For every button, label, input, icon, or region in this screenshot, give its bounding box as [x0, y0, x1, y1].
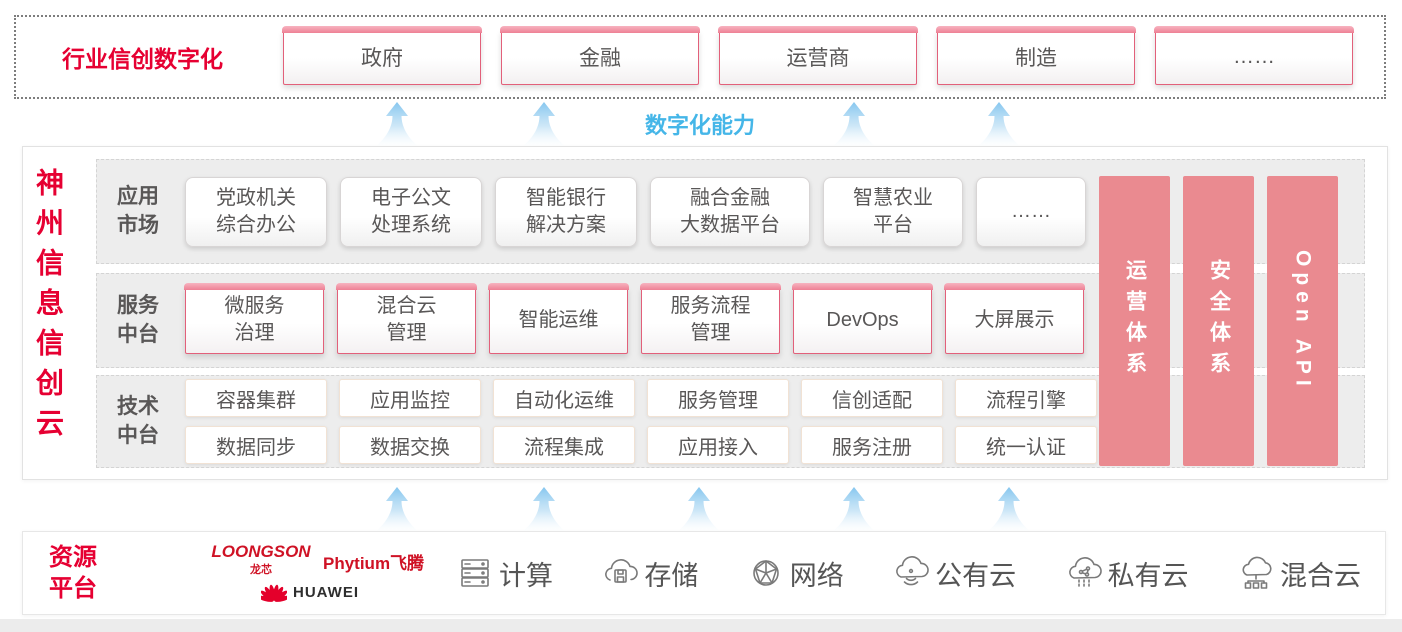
tech-box-grid: 容器集群 应用监控 自动化运维 服务管理 信创适配 流程引擎 数据同步 数据交换… — [185, 379, 1097, 464]
bottom-strip — [0, 619, 1402, 632]
service-box: 智能运维 — [488, 283, 629, 354]
up-arrow-icon — [988, 487, 1030, 531]
side-title: 神州信息信创云 — [33, 168, 64, 448]
tech-box: 自动化运维 — [493, 379, 635, 417]
storage-icon — [605, 559, 639, 583]
capability-label: 数字化能力 — [644, 113, 755, 138]
loongson-wordmark: LOONGSON — [211, 542, 311, 561]
row-tech-platform: 技术 中台 容器集群 应用监控 自动化运维 服务管理 信创适配 流程引擎 数据同… — [96, 375, 1365, 468]
tech-box-line: 数据同步 数据交换 流程集成 应用接入 服务注册 统一认证 — [185, 426, 1097, 464]
industry-box-finance: 金融 — [500, 25, 700, 85]
service-box: 混合云 管理 — [336, 283, 477, 354]
tech-box: 应用监控 — [339, 379, 481, 417]
app-box-group: 党政机关 综合办公 电子公文 处理系统 智能银行 解决方案 融合金融 大数据平台… — [185, 176, 1086, 247]
row-label: 应用 市场 — [117, 185, 159, 237]
industry-box-label: …… — [1233, 44, 1275, 68]
app-box-more: …… — [976, 176, 1086, 247]
app-box: 智慧农业 平台 — [823, 176, 963, 247]
resource-item-label: 计算 — [499, 560, 553, 591]
app-box: 智能银行 解决方案 — [495, 176, 637, 247]
row-label: 技术 中台 — [117, 395, 159, 447]
up-arrow-icon — [523, 102, 565, 146]
industry-box-label: 制造 — [1015, 46, 1057, 70]
tech-box: 数据同步 — [185, 426, 327, 464]
up-arrow-icon — [376, 102, 418, 146]
service-box-group: 微服务 治理 混合云 管理 智能运维 服务流程 管理 DevOps 大屏展示 — [184, 283, 1085, 354]
row-service-platform: 服务 中台 微服务 治理 混合云 管理 智能运维 服务流程 管理 DevOps … — [96, 273, 1365, 368]
up-arrow-icon — [978, 102, 1020, 146]
loongson-logo: LOONGSON 龙芯 — [209, 542, 313, 577]
tech-box-line: 容器集群 应用监控 自动化运维 服务管理 信创适配 流程引擎 — [185, 379, 1097, 417]
tech-box: 服务管理 — [647, 379, 789, 417]
service-box: 大屏展示 — [944, 283, 1085, 354]
tech-box: 容器集群 — [185, 379, 327, 417]
up-arrow-icon — [833, 487, 875, 531]
up-arrow-icon — [833, 102, 875, 146]
banner-title: 行业信创数字化 — [62, 46, 223, 72]
resource-item-public-cloud: 公有云 — [891, 553, 1016, 593]
up-arrow-icon — [678, 487, 720, 531]
row-label: 服务 中台 — [117, 294, 159, 346]
industry-box-government: 政府 — [282, 25, 482, 85]
industry-box-label: 政府 — [361, 46, 403, 70]
resource-item-label: 混合云 — [1279, 560, 1361, 591]
private-cloud-icon — [1068, 557, 1102, 587]
industry-box-label: 运营商 — [786, 46, 850, 70]
resource-panel: 资源 平台 LOONGSON 龙芯 Phytium飞腾 HUAWEI — [22, 531, 1386, 615]
tech-box: 统一认证 — [955, 426, 1097, 464]
industry-box-manufacturing: 制造 — [936, 25, 1136, 85]
huawei-wordmark: HUAWEI — [293, 583, 359, 601]
industry-box-carrier: 运营商 — [718, 25, 918, 85]
resource-item-private-cloud: 私有云 — [1064, 553, 1189, 593]
industry-banner: 行业信创数字化 政府 金融 运营商 制造 …… — [14, 15, 1386, 99]
main-panel: 应用 市场 党政机关 综合办公 电子公文 处理系统 智能银行 解决方案 融合金融… — [22, 146, 1388, 480]
row-app-market: 应用 市场 党政机关 综合办公 电子公文 处理系统 智能银行 解决方案 融合金融… — [96, 159, 1365, 264]
up-arrow-icon — [523, 487, 565, 531]
phytium-logo: Phytium飞腾 — [323, 554, 425, 573]
industry-box-label: 金融 — [579, 46, 621, 70]
resource-item-label: 网络 — [789, 560, 844, 591]
resource-item-label: 公有云 — [935, 560, 1017, 591]
resource-item-label: 存储 — [644, 560, 699, 591]
up-arrow-icon — [376, 487, 418, 531]
hybrid-cloud-icon — [1242, 556, 1272, 589]
pillar-security-system: 安全体系 — [1183, 176, 1254, 466]
resource-item-compute: 计算 — [455, 553, 553, 593]
network-icon — [752, 560, 779, 586]
tech-box: 数据交换 — [339, 426, 481, 464]
pillar-operation-system: 运营体系 — [1099, 176, 1170, 466]
tech-box: 流程集成 — [493, 426, 635, 464]
service-box: 微服务 治理 — [184, 283, 325, 354]
loongson-cn-label: 龙芯 — [250, 564, 272, 576]
resource-item-label: 私有云 — [1107, 560, 1189, 591]
app-box: 党政机关 综合办公 — [185, 176, 327, 247]
resource-label: 资源 平台 — [49, 544, 97, 603]
app-box: 融合金融 大数据平台 — [650, 176, 810, 247]
resource-item-group: 计算 存储 — [455, 532, 1361, 614]
tech-box: 服务注册 — [801, 426, 943, 464]
service-box: 服务流程 管理 — [640, 283, 781, 354]
compute-icon — [461, 559, 489, 587]
tech-box: 流程引擎 — [955, 379, 1097, 417]
public-cloud-icon — [896, 556, 929, 586]
industry-box-more: …… — [1154, 25, 1354, 85]
tech-box: 信创适配 — [801, 379, 943, 417]
huawei-flower-icon — [261, 584, 287, 602]
resource-item-storage: 存储 — [600, 553, 698, 593]
tech-box: 应用接入 — [647, 426, 789, 464]
resource-item-network: 网络 — [746, 553, 844, 593]
pillar-open-api: Open API — [1267, 176, 1338, 466]
service-box: DevOps — [792, 283, 933, 354]
resource-item-hybrid-cloud: 混合云 — [1236, 553, 1361, 593]
app-box: 电子公文 处理系统 — [340, 176, 482, 247]
huawei-logo: HUAWEI — [261, 582, 359, 602]
